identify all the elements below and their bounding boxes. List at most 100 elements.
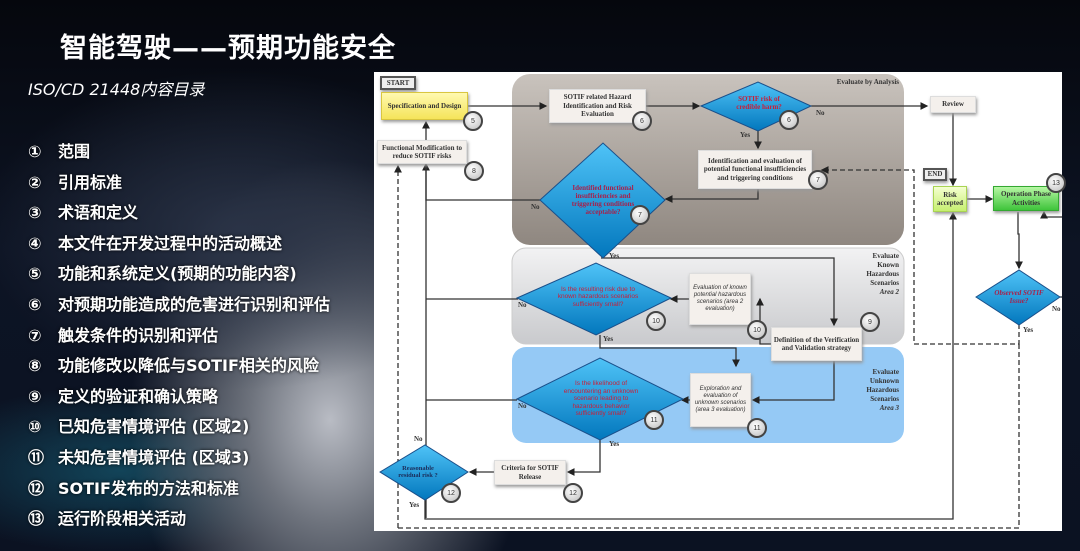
no-label: No xyxy=(414,435,423,443)
toc-item-number: ④ xyxy=(28,233,42,253)
region-known-line: Evaluate xyxy=(872,252,899,260)
step-circle: 10 xyxy=(747,320,767,340)
yes-label: Yes xyxy=(609,252,620,260)
diamond-known-risk-text: Is the resulting risk due to known hazar… xyxy=(557,285,639,308)
box-operation-phase: Operation Phase Activities xyxy=(993,186,1059,211)
yes-label: Yes xyxy=(603,335,614,343)
diamond-known-risk xyxy=(515,262,673,336)
toc-item-number: ② xyxy=(28,172,42,192)
toc-item: ④ 本文件在开发过程中的活动概述 xyxy=(28,230,330,261)
end-label: END xyxy=(923,168,947,181)
diamond-unknown-risk xyxy=(515,357,685,441)
toc-item: ② 引用标准 xyxy=(28,169,330,200)
toc-item-text: 功能和系统定义(预期的功能内容) xyxy=(58,264,297,284)
toc-item-number: ⑨ xyxy=(28,386,42,406)
box-vv-strategy: Definition of the Verification and Valid… xyxy=(771,327,862,361)
toc-item-text: 功能修改以降低与SOTIF相关的风险 xyxy=(58,356,319,376)
region-known-label: Evaluate Known Hazardous Scenarios Area … xyxy=(824,252,899,297)
region-known-line: Hazardous xyxy=(866,270,899,279)
toc-item-text: 对预期功能造成的危害进行识别和评估 xyxy=(58,294,331,314)
diamond-observed-issue-text: Observed SOTIF Issue? xyxy=(994,288,1044,305)
no-label: No xyxy=(518,301,527,309)
toc-item-text: SOTIF发布的方法和标准 xyxy=(58,478,239,498)
region-unknown-area: Area 3 xyxy=(879,404,899,413)
diamond-credible-harm-text: SOTIF risk of credible harm? xyxy=(736,94,782,111)
diamond-observed-issue xyxy=(975,269,1061,326)
sotif-flowchart: START Specification and Design Functiona… xyxy=(374,72,1066,531)
step-circle: 13 xyxy=(1046,173,1066,193)
toc-item-text: 术语和定义 xyxy=(58,203,139,223)
toc-item-number: ⑩ xyxy=(28,417,42,437)
toc-list: ① 范围 ② 引用标准 ③ 术语和定义 ④ 本文件在开发过程中的活动概述 ⑤ 功能和系统定义(预期… xyxy=(28,138,330,536)
toc-item: ⑥ 对预期功能造成的危害进行识别和评估 xyxy=(28,291,330,322)
region-unknown-line: Scenarios xyxy=(870,395,899,404)
box-risk-accepted: Risk accepted xyxy=(933,186,967,212)
step-circle: 11 xyxy=(747,418,767,438)
box-functional-modification: Functional Modification to reduce SOTIF … xyxy=(377,140,467,164)
yes-label: Yes xyxy=(609,440,620,448)
slide-subtitle: ISO/CD 21448内容目录 xyxy=(28,80,205,99)
step-circle: 5 xyxy=(463,111,483,131)
toc-item-text: 定义的验证和确认策略 xyxy=(58,386,219,406)
region-unknown-label: Evaluate Unknown Hazardous Scenarios Are… xyxy=(824,368,899,413)
toc-item: ⑫ SOTIF发布的方法和标准 xyxy=(28,475,330,506)
step-circle: 9 xyxy=(860,312,880,332)
toc-item-number: ⑬ xyxy=(28,509,45,529)
toc-item: ⑧ 功能修改以降低与SOTIF相关的风险 xyxy=(28,352,330,383)
toc-item: ⑤ 功能和系统定义(预期的功能内容) xyxy=(28,260,330,291)
yes-label: Yes xyxy=(740,131,751,139)
region-unknown-line: Unknown xyxy=(869,377,899,386)
diamond-insufficiencies-text: Identified functional insufficiencies an… xyxy=(571,183,635,217)
box-spec-design: Specification and Design xyxy=(381,92,468,120)
toc-item-number: ① xyxy=(28,142,42,161)
start-label: START xyxy=(380,76,416,90)
toc-item: ⑬ 运行阶段相关活动 xyxy=(28,505,330,536)
step-circle: 12 xyxy=(563,483,583,503)
toc-item-number: ⑧ xyxy=(28,356,42,376)
no-label: No xyxy=(816,109,825,117)
box-identification-evaluation: Identification and evaluation of potenti… xyxy=(698,150,812,189)
step-circle: 7 xyxy=(630,205,650,225)
region-known-area: Area 2 xyxy=(879,288,899,297)
toc-item-number: ⑦ xyxy=(28,325,42,345)
no-label: No xyxy=(1052,305,1061,313)
toc-item-number: ⑥ xyxy=(28,294,42,314)
diamond-residual-risk-text: Reasonable residual risk ? xyxy=(398,464,438,479)
toc-item-text: 引用标准 xyxy=(58,172,123,192)
toc-item-number: ③ xyxy=(28,203,42,223)
toc-item-text: 范围 xyxy=(58,142,91,161)
region-unknown-line: Hazardous xyxy=(866,386,899,395)
box-review: Review xyxy=(930,96,976,113)
box-criteria-release: Criteria for SOTIF Release xyxy=(494,460,566,485)
toc-item-text: 未知危害情境评估 (区域3) xyxy=(58,447,250,467)
no-label: No xyxy=(531,203,540,211)
toc-item-text: 本文件在开发过程中的活动概述 xyxy=(58,233,283,253)
step-circle: 12 xyxy=(441,483,461,503)
toc-item-number: ⑫ xyxy=(28,478,45,498)
box-hazard-identification: SOTIF related Hazard Identification and … xyxy=(549,89,646,123)
flowchart-lines xyxy=(379,74,1062,529)
toc-item-number: ⑤ xyxy=(28,264,42,284)
region-known-line: Scenarios xyxy=(870,279,899,288)
box-exploration-unknown: Exploration and evaluation of unknown sc… xyxy=(690,373,751,427)
box-evaluation-known: Evaluation of known potential hazardous … xyxy=(689,273,751,325)
step-circle: 10 xyxy=(646,311,666,331)
slide-title: 智能驾驶——预期功能安全 xyxy=(60,33,396,64)
region-known-line: Known xyxy=(877,261,899,270)
step-circle: 6 xyxy=(632,111,652,131)
toc-item: ⑪ 未知危害情境评估 (区域3) xyxy=(28,444,330,475)
toc-item: ⑨ 定义的验证和确认策略 xyxy=(28,383,330,414)
toc-item-number: ⑪ xyxy=(28,447,45,467)
no-label: No xyxy=(518,402,527,410)
toc-item-text: 运行阶段相关活动 xyxy=(58,509,187,529)
step-circle: 7 xyxy=(808,170,828,190)
yes-label: Yes xyxy=(409,501,420,509)
toc-item: ⑦ 触发条件的识别和评估 xyxy=(28,322,330,353)
toc-item: ③ 术语和定义 xyxy=(28,199,330,230)
toc-item: ① 范围 xyxy=(28,138,330,169)
diamond-insufficiencies xyxy=(539,142,666,259)
diamond-unknown-risk-text: Is the likelihood of encountering an unk… xyxy=(563,380,639,418)
toc-item-text: 触发条件的识别和评估 xyxy=(58,325,219,345)
region-unknown-line: Evaluate xyxy=(872,368,899,376)
